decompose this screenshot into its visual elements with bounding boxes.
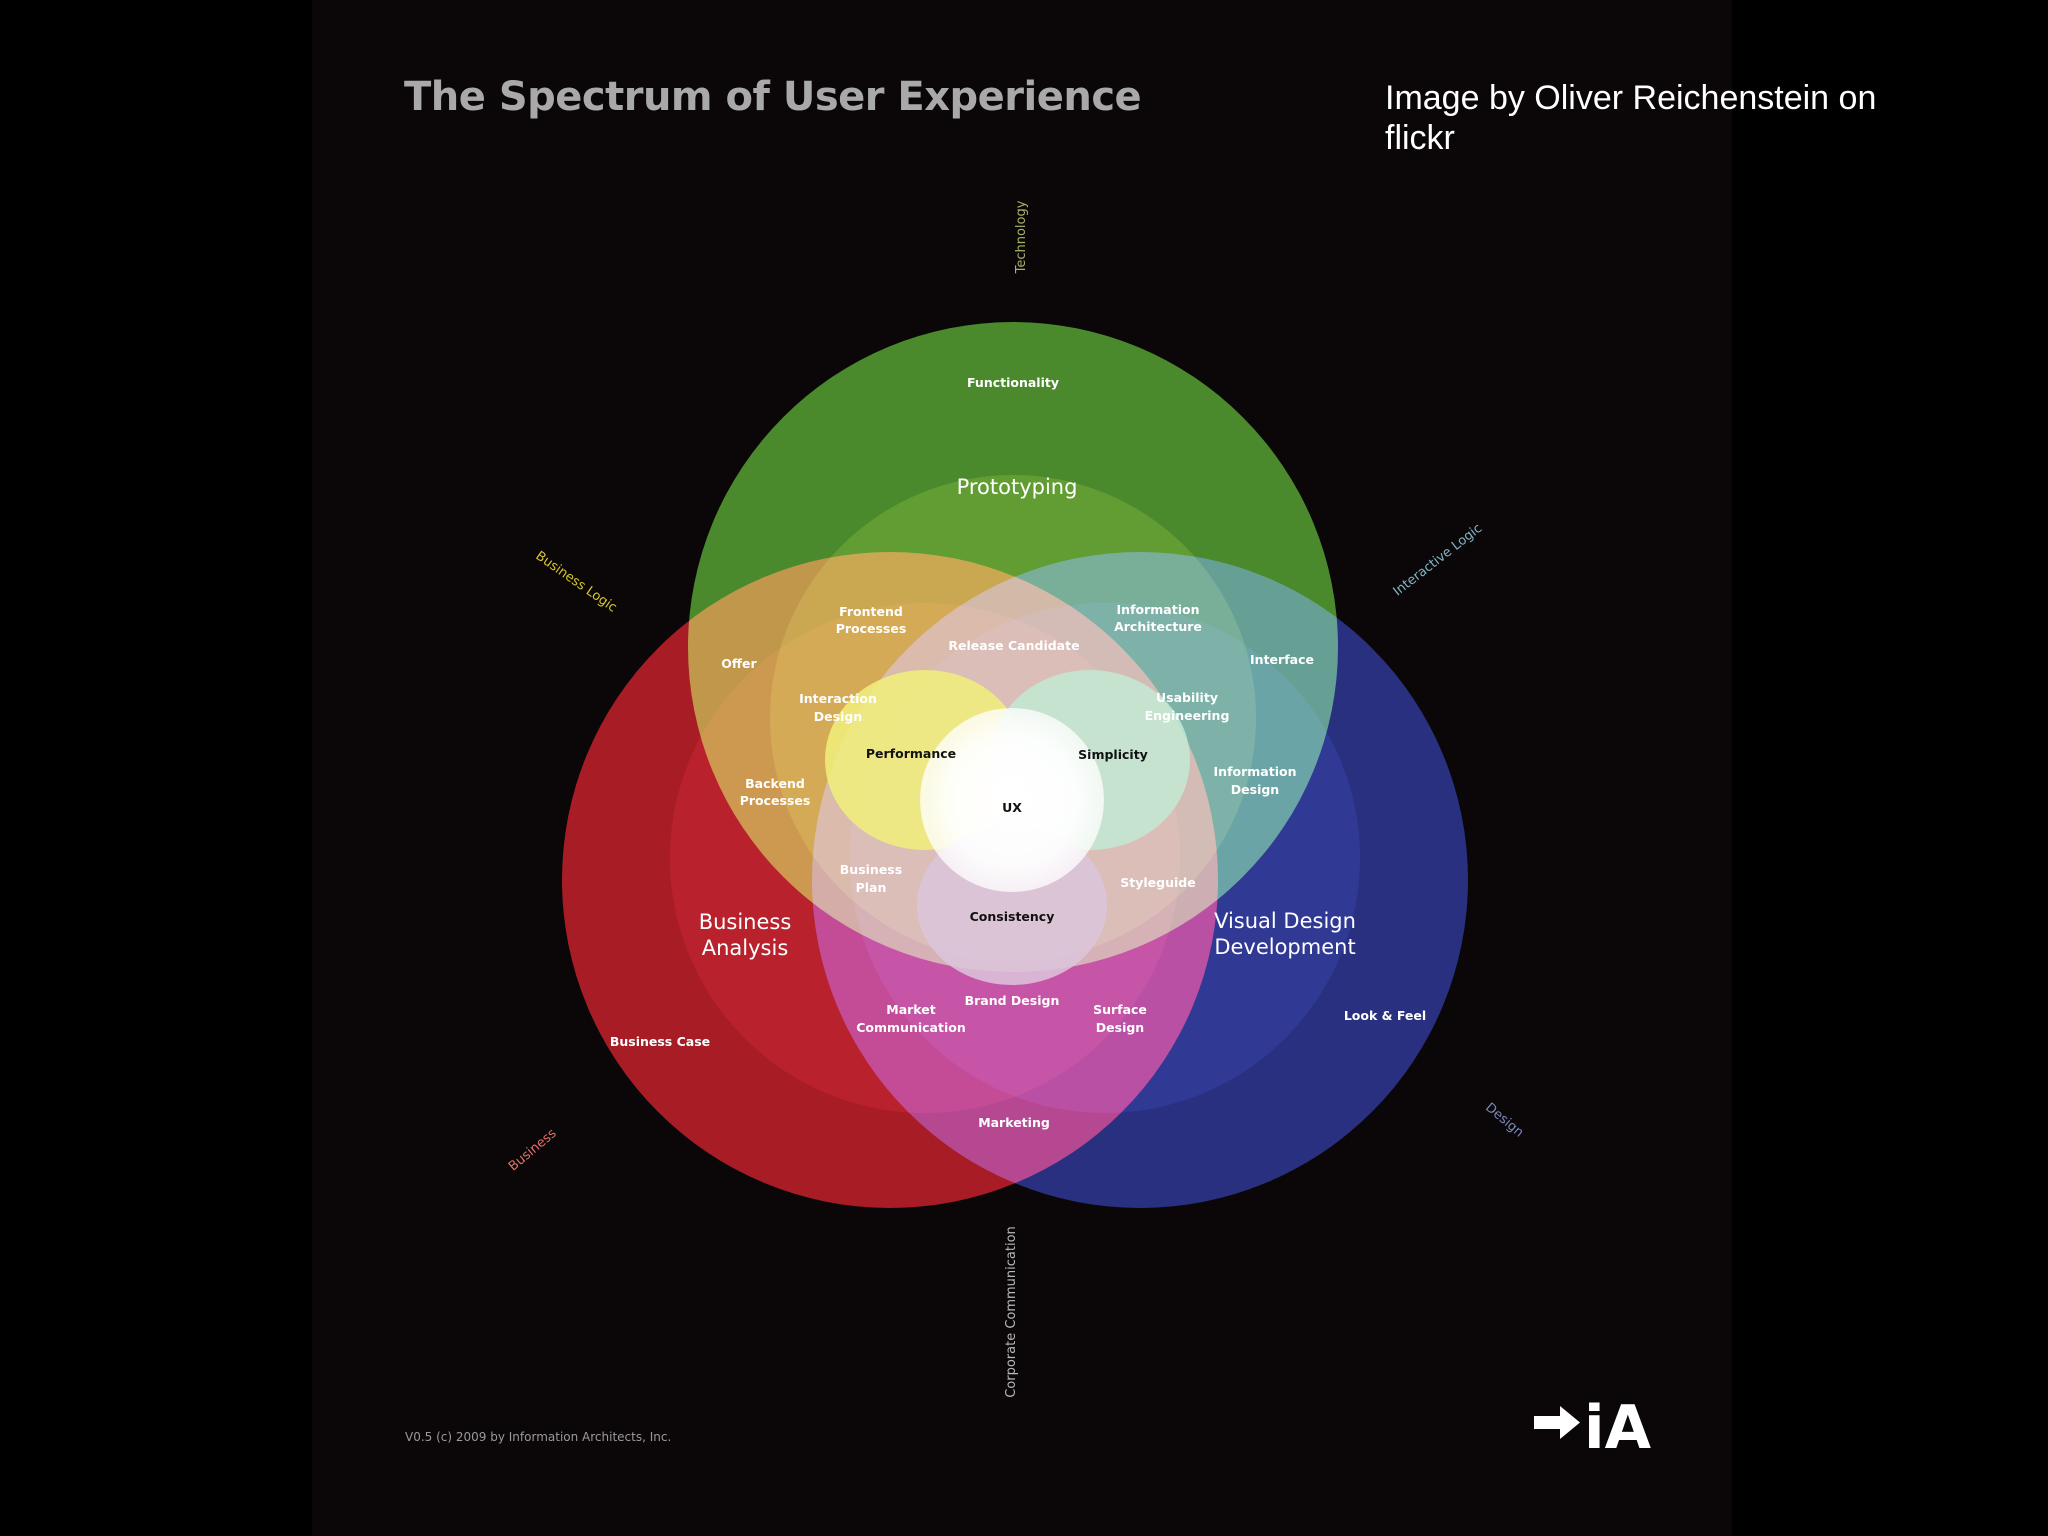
arrow-icon bbox=[1534, 1406, 1580, 1439]
backend-processes-label-line2: Processes bbox=[740, 793, 811, 808]
business-plan-label-line2: Plan bbox=[856, 880, 887, 895]
circle-labels: Functionality Prototyping Business Analy… bbox=[610, 375, 1426, 1049]
axis-design-label: Design bbox=[1482, 1100, 1526, 1140]
axis-business-logic-label: Business Logic bbox=[533, 549, 620, 616]
business-case-label: Business Case bbox=[610, 1034, 710, 1049]
frontend-processes-label-line1: Frontend bbox=[839, 604, 903, 619]
information-architecture-label-line2: Architecture bbox=[1114, 619, 1202, 634]
ux-core bbox=[920, 708, 1104, 892]
business-plan-label-line1: Business bbox=[840, 862, 902, 877]
brand-design-label: Brand Design bbox=[965, 993, 1060, 1008]
visual-design-label-line2: Development bbox=[1214, 935, 1355, 959]
interaction-design-label-line2: Design bbox=[814, 709, 862, 724]
market-communication-label-line1: Market bbox=[886, 1002, 935, 1017]
offer-label: Offer bbox=[721, 656, 757, 671]
backend-processes-label-line1: Backend bbox=[745, 776, 805, 791]
look-and-feel-label: Look & Feel bbox=[1344, 1008, 1426, 1023]
region-labels: Frontend Processes Information Architect… bbox=[721, 602, 1314, 1130]
poster-title: The Spectrum of User Experience bbox=[404, 74, 1142, 120]
information-design-label-line2: Design bbox=[1231, 782, 1279, 797]
functionality-label: Functionality bbox=[967, 375, 1059, 390]
visual-design-label-line1: Visual Design bbox=[1214, 909, 1356, 933]
interface-label: Interface bbox=[1250, 652, 1314, 667]
surface-design-label-line2: Design bbox=[1096, 1020, 1144, 1035]
axis-corporate-communication-label: Corporate Communication bbox=[1004, 1226, 1019, 1398]
axis-business-label: Business bbox=[506, 1126, 560, 1174]
consistency-label: Consistency bbox=[970, 909, 1055, 924]
simplicity-label: Simplicity bbox=[1078, 747, 1148, 762]
ux-label: UX bbox=[1002, 800, 1022, 815]
information-architecture-label-line1: Information bbox=[1117, 602, 1200, 617]
usability-engineering-label-line2: Engineering bbox=[1145, 708, 1230, 723]
performance-label: Performance bbox=[866, 746, 956, 761]
market-communication-label-line2: Communication bbox=[856, 1020, 966, 1035]
surface-design-label-line1: Surface bbox=[1093, 1002, 1147, 1017]
image-credit: Image by Oliver Reichenstein on flickr bbox=[1385, 79, 1877, 157]
version-copyright-note: V0.5 (c) 2009 by Information Architects,… bbox=[405, 1430, 672, 1444]
axis-interactive-logic-label: Interactive Logic bbox=[1391, 521, 1485, 599]
business-analysis-label-line1: Business bbox=[699, 910, 792, 934]
ia-logo-text: iA bbox=[1584, 1393, 1652, 1454]
release-candidate-label: Release Candidate bbox=[948, 638, 1079, 653]
core-overlaps bbox=[825, 670, 1190, 985]
information-design-label-line1: Information bbox=[1214, 764, 1297, 779]
prototyping-label: Prototyping bbox=[957, 475, 1078, 499]
ia-logo: iA bbox=[1534, 1393, 1652, 1454]
marketing-label: Marketing bbox=[978, 1115, 1050, 1130]
styleguide-label: Styleguide bbox=[1120, 875, 1195, 890]
interaction-design-label-line1: Interaction bbox=[799, 691, 877, 706]
usability-engineering-label-line1: Usability bbox=[1156, 690, 1218, 705]
axis-technology-label: Technology bbox=[1014, 200, 1029, 274]
business-analysis-label-line2: Analysis bbox=[702, 936, 789, 960]
frontend-processes-label-line2: Processes bbox=[836, 621, 907, 636]
